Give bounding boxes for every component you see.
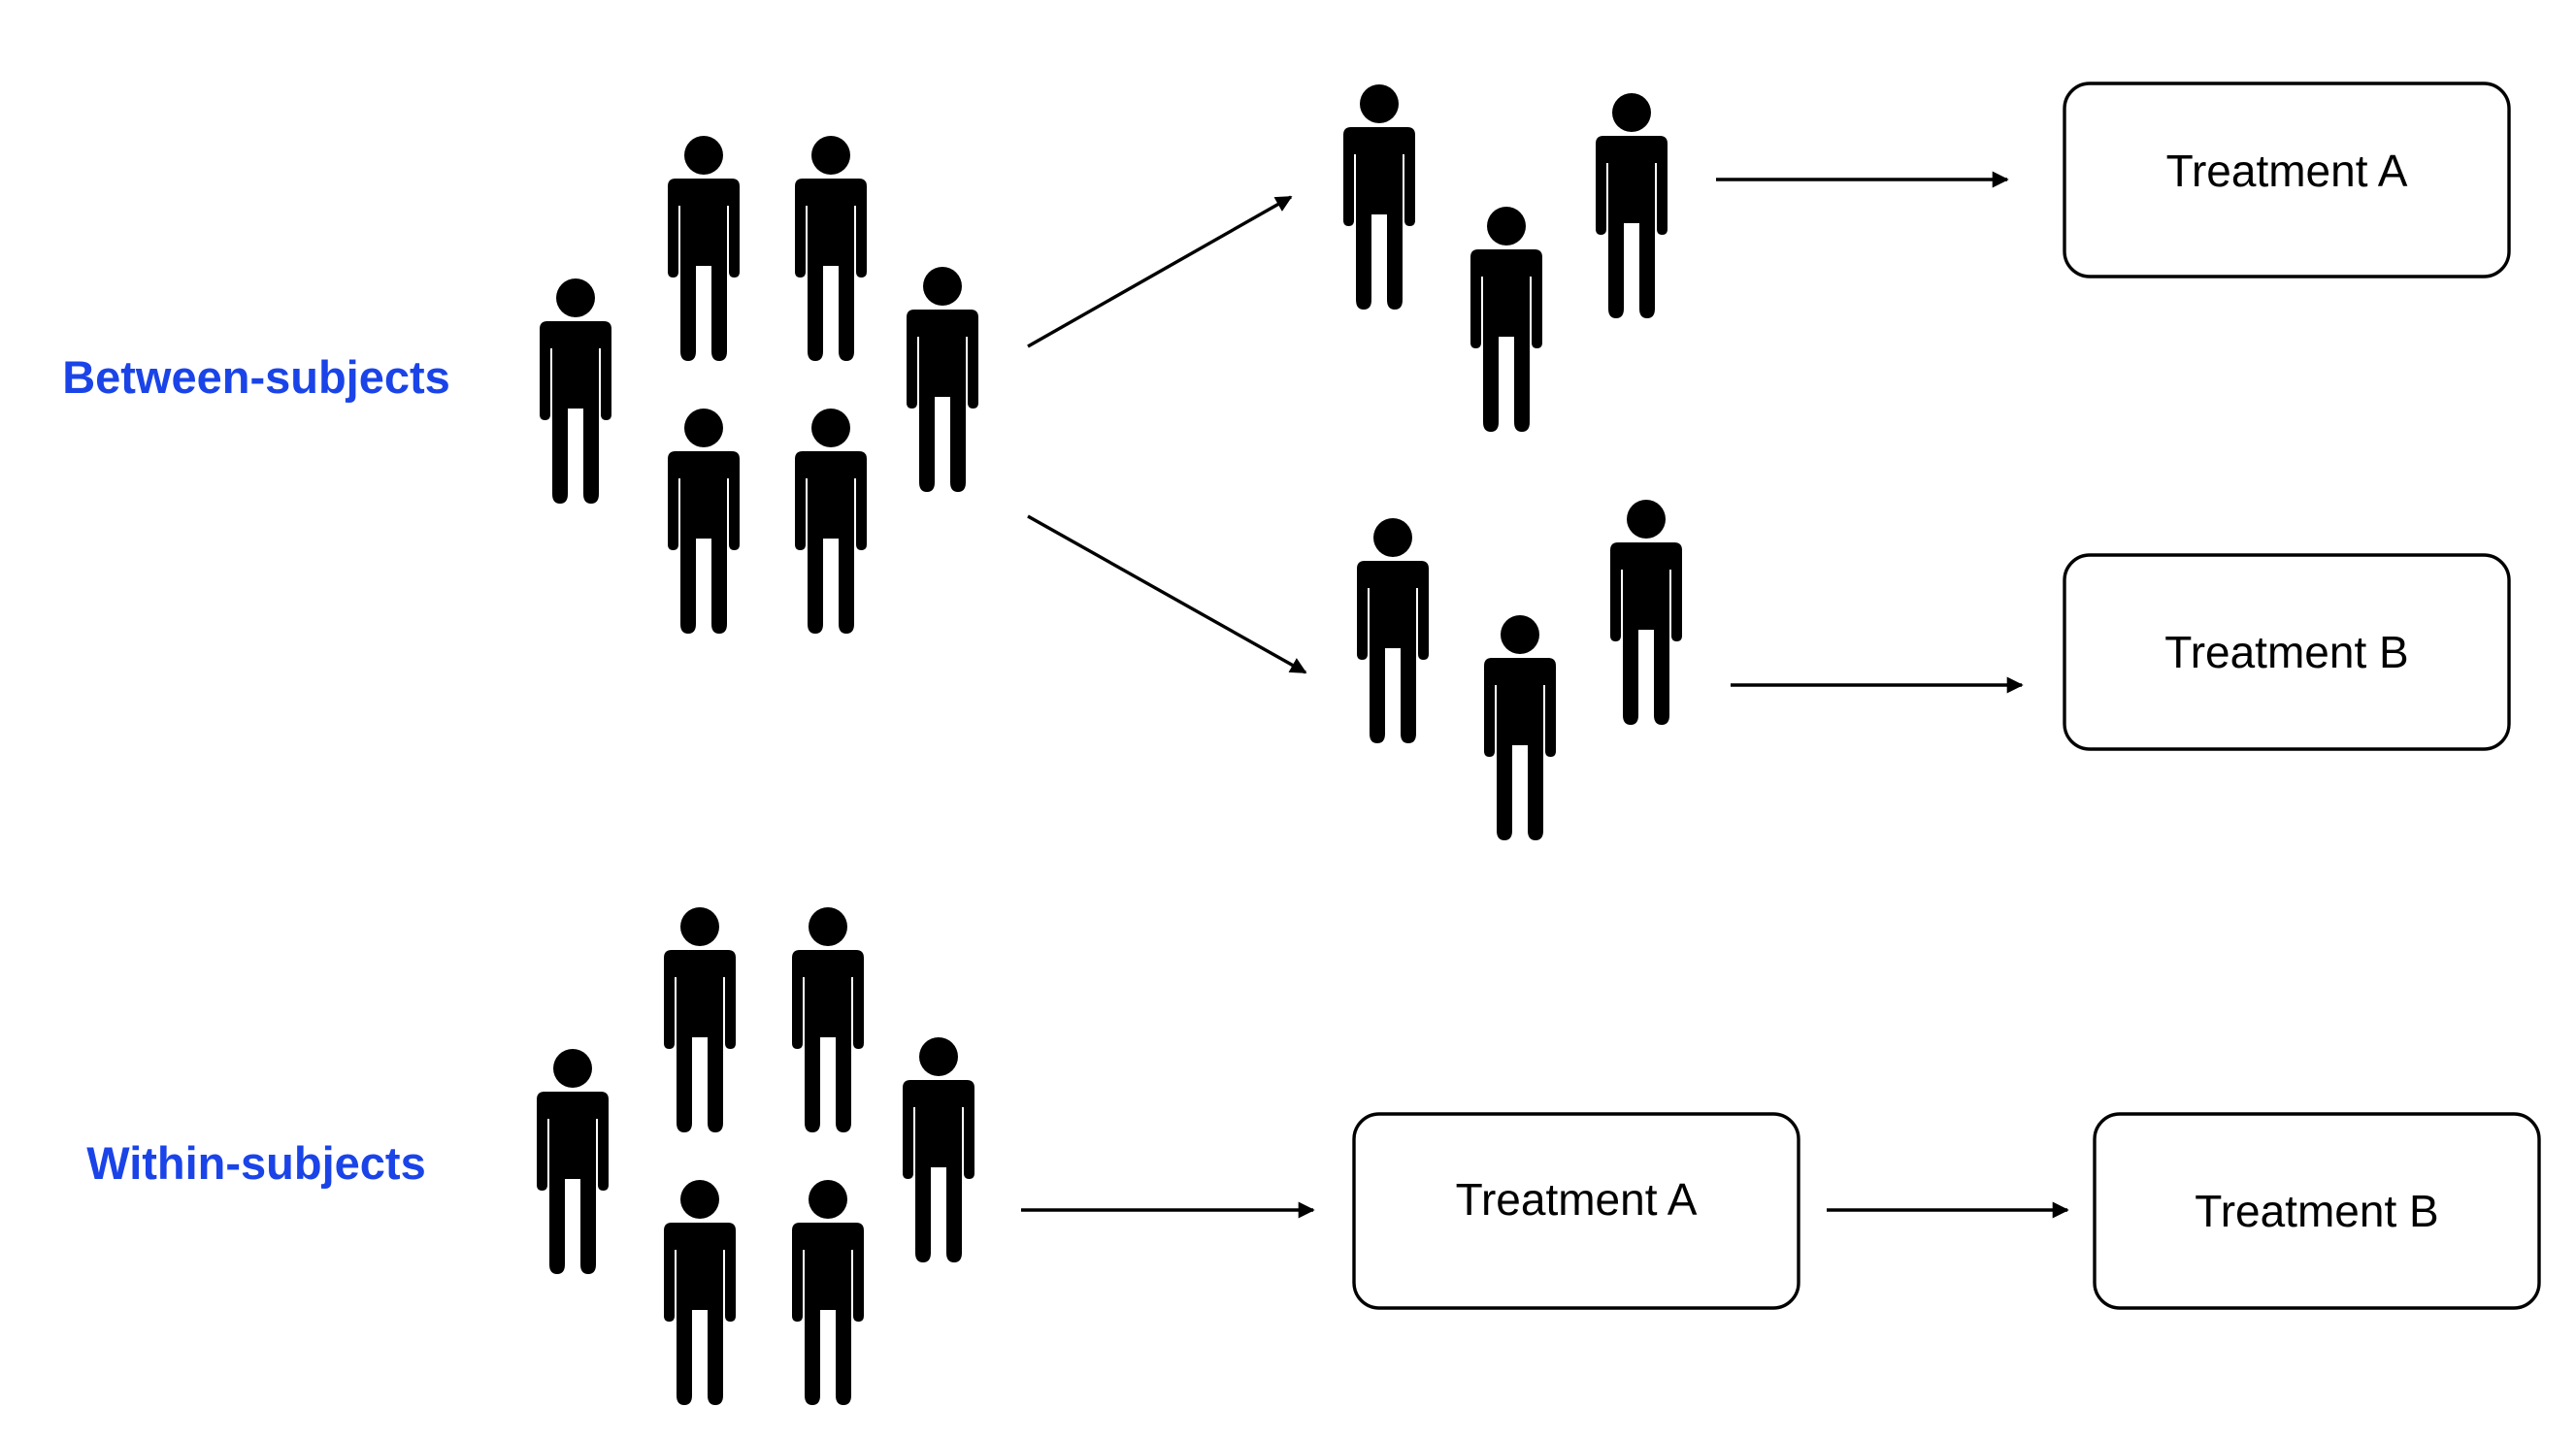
person-icon (792, 907, 864, 1132)
between-group-a (1343, 84, 1668, 432)
person-icon (664, 907, 736, 1132)
between-treatment-b-box: Treatment B (2063, 553, 2511, 751)
person-icon (664, 1180, 736, 1405)
treatment-a-label: Treatment A (1456, 1174, 1698, 1225)
person-icon (668, 136, 740, 361)
person-icon (668, 409, 740, 634)
person-icon (1596, 93, 1668, 318)
person-icon (907, 267, 978, 492)
treatment-a-label: Treatment A (2166, 146, 2408, 196)
person-icon (795, 409, 867, 634)
within-participant-pool (537, 907, 974, 1405)
split-arrow-to-group-a (1027, 195, 1293, 348)
between-subjects-label: Between-subjects (62, 351, 450, 403)
person-icon (1610, 500, 1682, 725)
treatment-b-label: Treatment B (2164, 627, 2408, 677)
within-subjects-label: Within-subjects (86, 1137, 425, 1189)
within-treatment-b-box: Treatment B (2093, 1112, 2541, 1310)
between-participant-pool (540, 136, 978, 634)
between-treatment-a-box: Treatment A (2063, 82, 2511, 278)
between-group-b (1357, 500, 1682, 840)
person-icon (792, 1180, 864, 1405)
treatment-b-label: Treatment B (2195, 1186, 2438, 1236)
split-arrow-to-group-b (1027, 514, 1307, 674)
person-icon (795, 136, 867, 361)
person-icon (537, 1049, 609, 1274)
person-icon (1357, 518, 1429, 743)
person-icon (1484, 615, 1556, 840)
within-treatment-a-box: Treatment A (1352, 1112, 1800, 1310)
person-icon (1470, 207, 1542, 432)
person-icon (1343, 84, 1415, 310)
person-icon (903, 1037, 974, 1262)
person-icon (540, 278, 611, 504)
